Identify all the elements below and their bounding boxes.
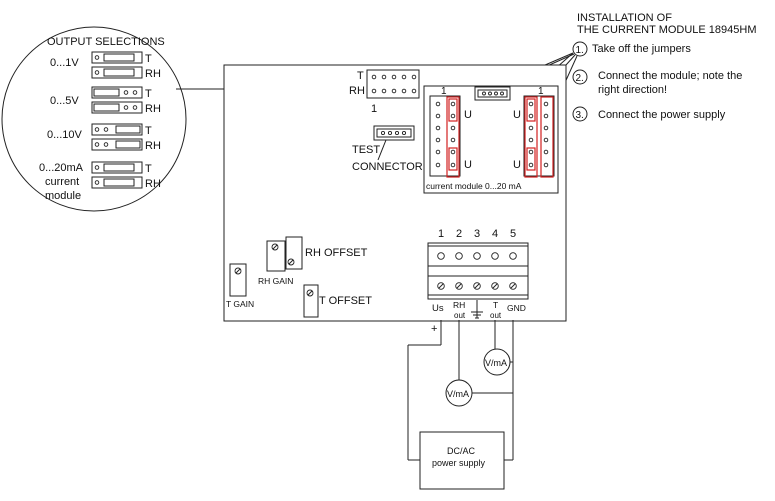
power-supply: DC/AC power supply <box>419 431 505 490</box>
module-pin-one-right: 1 <box>538 86 544 97</box>
title-line-2: THE CURRENT MODULE 18945HM <box>577 24 757 36</box>
module-pin-one-left: 1 <box>441 86 447 97</box>
step-2: 2. Connect the module; note the right di… <box>572 69 742 96</box>
test-connector-line-1: TEST <box>352 144 380 156</box>
meter-rh-label: V/mA <box>447 389 469 399</box>
terminal-label-us: Us <box>432 303 444 314</box>
t-offset-label: T OFFSET <box>319 295 372 307</box>
terminal-label-t-out: out <box>490 311 502 320</box>
terminal-label-t: T <box>493 300 498 310</box>
test-connector: TEST CONNECTOR <box>352 125 423 173</box>
step-1: 1. Take off the jumpers <box>572 41 691 57</box>
plus-sign: + <box>431 323 437 335</box>
option-10v-t: T <box>145 125 152 137</box>
option-row-20ma: 0...20mA current module T RH <box>39 161 161 202</box>
option-20ma-rh: RH <box>145 178 161 190</box>
terminal-label-rh: RH <box>453 300 465 310</box>
option-row-5v: 0...5V T RH <box>50 86 161 115</box>
step-2-number: 2. <box>576 73 584 84</box>
external-wiring: + <box>407 320 514 461</box>
power-supply-line-2: power supply <box>432 458 486 468</box>
terminal-number-1: 1 <box>438 228 444 240</box>
rh-offset-label: RH OFFSET <box>305 247 368 259</box>
module-u-label-bottom-right: U <box>513 159 521 171</box>
terminal-block: 1 2 3 4 5 Us RH out T out GND <box>427 228 529 320</box>
option-20ma-label-line-3: module <box>45 190 81 202</box>
step-3-text: Connect the power supply <box>598 109 726 121</box>
module-u-label-top-left: U <box>464 109 472 121</box>
board-header-rh-label: RH <box>349 85 365 97</box>
option-5v-rh: RH <box>145 103 161 115</box>
terminal-label-rh-out: out <box>454 311 466 320</box>
option-row-10v: 0...10V T RH <box>47 123 161 152</box>
option-20ma-label-line-2: current <box>45 176 79 188</box>
option-5v-label: 0...5V <box>50 95 79 107</box>
terminal-label-gnd: GND <box>507 303 526 313</box>
option-20ma-t: T <box>145 163 152 175</box>
option-1v-t: T <box>145 53 152 65</box>
output-selections-heading: OUTPUT SELECTIONS <box>47 36 165 48</box>
terminal-number-3: 3 <box>474 228 480 240</box>
test-connector-line-2: CONNECTOR <box>352 161 423 173</box>
option-10v-rh: RH <box>145 140 161 152</box>
step-2-text-line-2: right direction! <box>598 84 667 96</box>
module-u-label-top-right: U <box>513 109 521 121</box>
terminal-number-2: 2 <box>456 228 462 240</box>
rh-gain-label: RH GAIN <box>258 276 293 286</box>
option-1v-label: 0...1V <box>50 57 79 69</box>
meter-t: V/mA <box>483 348 511 376</box>
option-row-1v: 0...1V T RH <box>50 51 161 80</box>
t-offset-pot: T OFFSET <box>303 284 372 318</box>
step-1-text: Take off the jumpers <box>592 43 691 55</box>
meter-rh: V/mA <box>445 379 473 407</box>
module-u-label-bottom-left: U <box>464 159 472 171</box>
step-2-text-line-1: Connect the module; note the <box>598 70 742 82</box>
terminal-number-5: 5 <box>510 228 516 240</box>
option-20ma-label-line-1: 0...20mA <box>39 162 84 174</box>
power-supply-line-1: DC/AC <box>447 446 476 456</box>
board-header-pin-one: 1 <box>371 103 377 115</box>
option-10v-label: 0...10V <box>47 129 83 141</box>
current-module: 1 1 U U <box>423 85 559 194</box>
step-3-number: 3. <box>576 110 584 121</box>
step-1-number: 1. <box>576 45 584 56</box>
option-1v-rh: RH <box>145 68 161 80</box>
board-header-t-label: T <box>357 70 364 82</box>
title-line-1: INSTALLATION OF <box>577 12 672 24</box>
meter-t-label: V/mA <box>485 358 507 368</box>
rh-gain-pot: RH GAIN <box>258 240 293 286</box>
t-gain-pot: T GAIN <box>226 263 254 309</box>
option-5v-t: T <box>145 88 152 100</box>
t-gain-label: T GAIN <box>226 299 254 309</box>
board-output-header: T RH 1 <box>349 69 420 115</box>
step-3: 3. Connect the power supply <box>572 106 726 122</box>
rh-offset-pot: RH OFFSET <box>285 236 368 270</box>
terminal-number-4: 4 <box>492 228 498 240</box>
module-caption: current module 0...20 mA <box>426 181 522 191</box>
output-selections-circle: OUTPUT SELECTIONS 0...1V T RH 0...5V T <box>1 26 187 212</box>
